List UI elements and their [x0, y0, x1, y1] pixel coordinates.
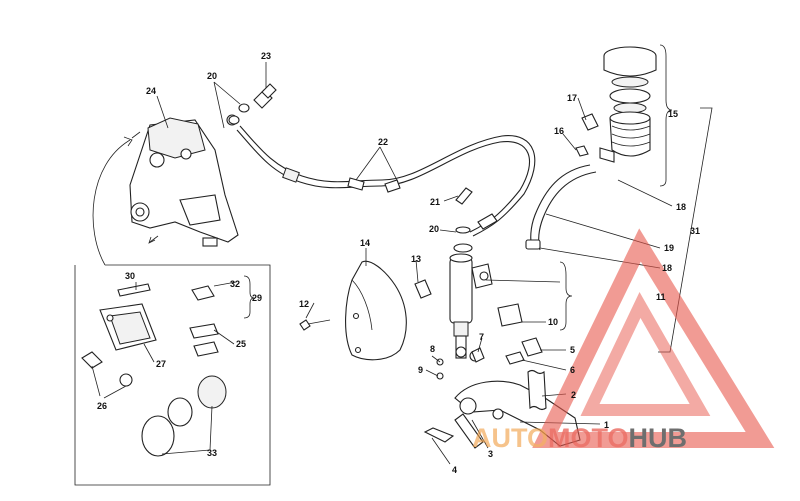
pivot-bolt [423, 427, 455, 443]
part-label: 20 [207, 71, 217, 81]
watermark-triangle-inner [580, 292, 711, 416]
part-label: 19 [664, 243, 674, 253]
part-label: 6 [570, 365, 575, 375]
watermark-moto: MOTO [548, 423, 629, 453]
reservoir-bolt [575, 145, 589, 157]
part-label: 22 [378, 137, 388, 147]
pad-spring-25b [193, 341, 219, 357]
master-cylinder [449, 187, 493, 362]
part-label: 2 [571, 390, 576, 400]
part-label: 1 [604, 420, 609, 430]
bracket-29 [243, 275, 255, 319]
watermark-auto: AUTO [472, 423, 548, 453]
part-label: 12 [299, 299, 309, 309]
part-label: 16 [554, 126, 564, 136]
pad-spring-25 [189, 323, 219, 339]
part-label: 30 [125, 271, 135, 281]
part-label: 18 [676, 202, 686, 212]
bracket-15 [659, 44, 673, 187]
brake-hose [226, 114, 536, 237]
bracket-11 [559, 261, 573, 331]
part-label: 9 [418, 365, 423, 375]
heat-shield [345, 260, 407, 361]
banjo-bolt-assembly [228, 83, 277, 125]
seal-ring [141, 415, 175, 457]
piston-33 [167, 397, 193, 427]
part-number-labels: 1 2 3 4 5 6 7 8 9 10 11 12 13 14 15 16 1… [97, 51, 700, 475]
watermark-text: AUTOMOTOHUB [472, 423, 687, 453]
bushing-5 [521, 337, 543, 357]
part-label: 5 [570, 345, 575, 355]
part-label: 11 [656, 292, 666, 302]
shield-bolt [299, 319, 311, 331]
caliper-pointer-arrow [92, 139, 131, 266]
part-label: 33 [207, 448, 217, 458]
bleeder-26 [81, 351, 103, 369]
part-label: 27 [156, 359, 166, 369]
automotohub-watermark: AUTOMOTOHUB [472, 228, 775, 453]
brake-pad-inset-box [74, 264, 271, 486]
return-spring [527, 369, 547, 411]
piston-seal-33 [197, 375, 227, 409]
pad-clip-32 [191, 285, 215, 301]
part-label: 18 [662, 263, 672, 273]
part-label: 13 [411, 254, 421, 264]
cap-26 [119, 373, 133, 387]
part-label: 10 [548, 317, 558, 327]
part-label: 31 [690, 226, 700, 236]
part-label: 24 [146, 86, 156, 96]
part-label: 26 [97, 401, 107, 411]
cap-10 [497, 303, 523, 327]
brake-pad-set [99, 303, 157, 351]
watermark-triangle-outer [532, 228, 775, 448]
pad-pin-30 [117, 283, 151, 297]
part-label: 23 [261, 51, 271, 61]
part-label: 17 [567, 93, 577, 103]
part-label: 21 [430, 197, 440, 207]
brake-caliper [129, 117, 239, 247]
part-label: 14 [360, 238, 370, 248]
clip-9 [436, 372, 444, 380]
leader-lines [91, 62, 673, 465]
part-label: 25 [236, 339, 246, 349]
watermark-hub: HUB [629, 423, 688, 453]
part-label: 15 [668, 109, 678, 119]
master-cylinder-boot [414, 279, 432, 299]
reservoir-clamp [581, 113, 599, 131]
bolt-6 [505, 351, 525, 365]
part-label: 32 [230, 279, 240, 289]
pin-7 [471, 347, 485, 363]
part-label: 29 [252, 293, 262, 303]
part-label: 4 [452, 465, 457, 475]
reservoir-hose [530, 164, 591, 249]
part-label: 7 [479, 332, 484, 342]
brake-fluid-reservoir [599, 46, 657, 163]
part-label: 3 [488, 449, 493, 459]
part-label: 8 [430, 344, 435, 354]
part-label: 20 [429, 224, 439, 234]
